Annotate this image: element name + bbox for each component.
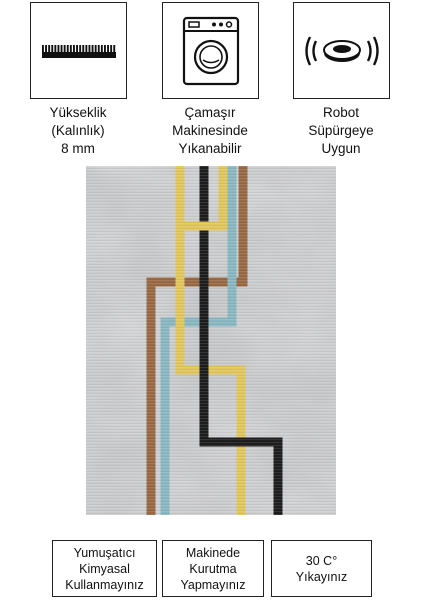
care-box-softener: Yumuşatıcı Kimyasal Kullanmayınız bbox=[52, 540, 157, 597]
feature-label-washing: Çamaşır Makinesinde Yıkanabilir bbox=[172, 105, 248, 156]
feature-label-robot: Robot Süpürgeye Uygun bbox=[308, 105, 374, 156]
washing-machine-icon bbox=[182, 16, 239, 85]
care-box-drying: Makinede Kurutma Yapmayınız bbox=[162, 540, 264, 597]
robot-vacuum-icon bbox=[304, 35, 379, 66]
feature-box-washing bbox=[162, 2, 259, 99]
feature-box-robot bbox=[293, 2, 390, 99]
carpet-pile-icon bbox=[41, 44, 116, 58]
rug-product-image bbox=[86, 166, 336, 515]
feature-box-height bbox=[30, 2, 127, 99]
feature-label-height: Yükseklik (Kalınlık) 8 mm bbox=[49, 105, 107, 156]
care-box-wash-temp: 30 C° Yıkayınız bbox=[271, 540, 372, 597]
